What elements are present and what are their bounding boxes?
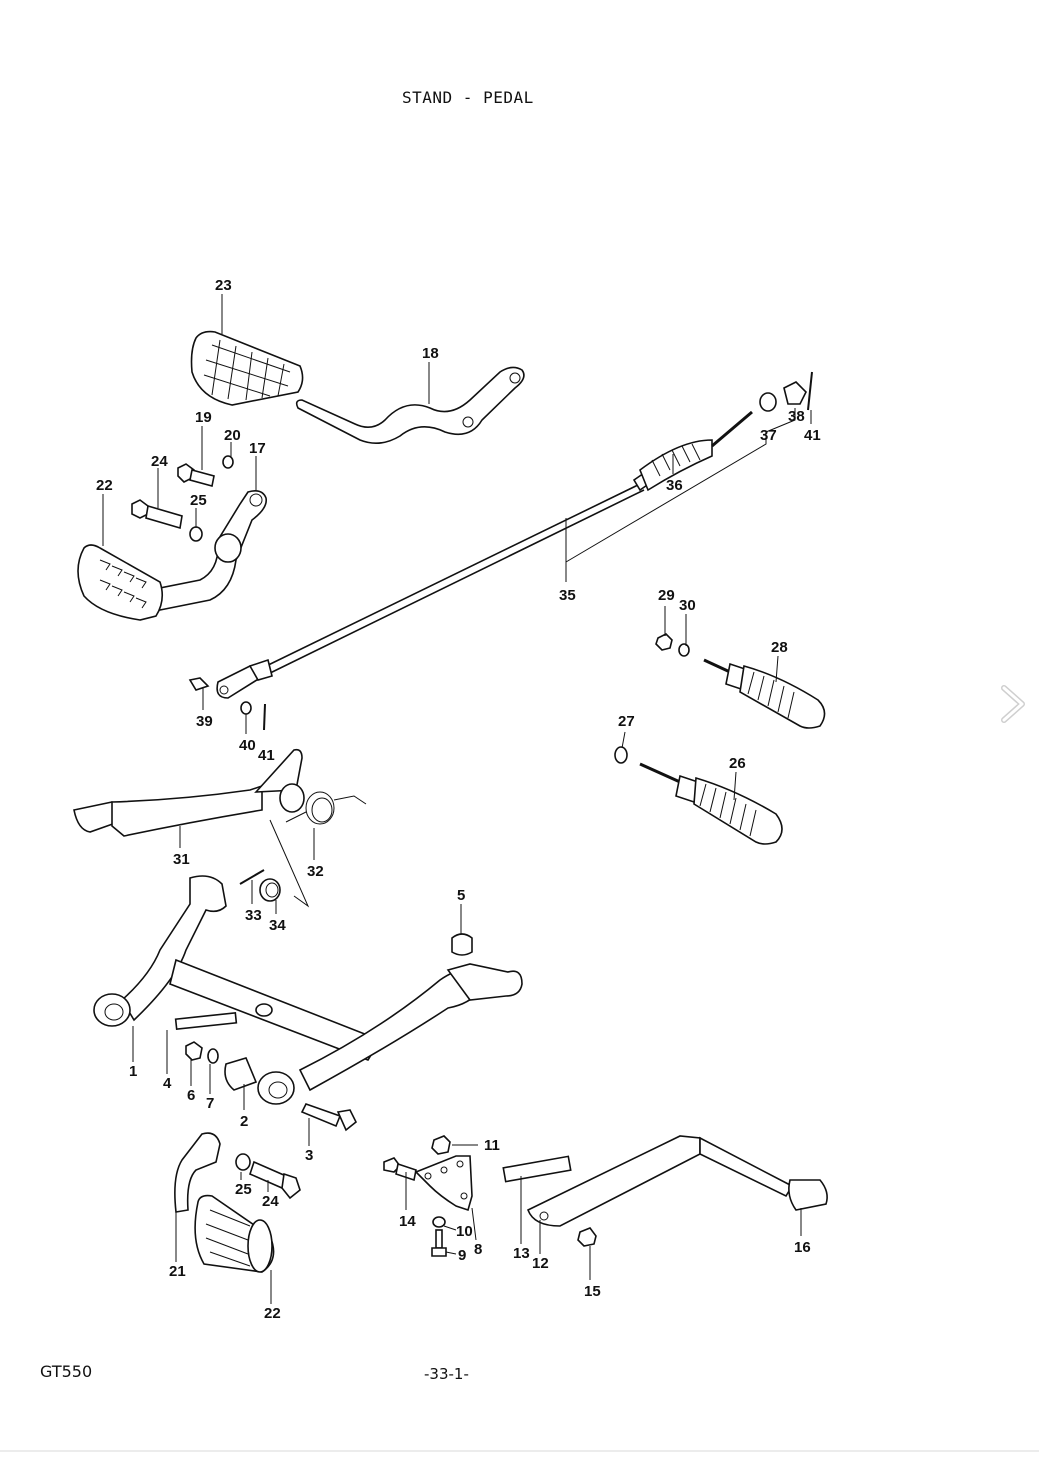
- footrest-rubber-23: [190, 330, 304, 406]
- brake-rod-35: [257, 460, 668, 678]
- callout-21: 21: [169, 1263, 186, 1280]
- callout-25b: 25: [235, 1181, 252, 1198]
- callout-28: 28: [771, 639, 788, 656]
- washer-25a: [189, 526, 203, 542]
- callout-labels: 23 18 19 20 17 24 22 25 38 37 41 36 35 2…: [96, 277, 821, 1322]
- callout-35: 35: [559, 587, 576, 604]
- callout-24b: 24: [262, 1193, 279, 1210]
- callout-7: 7: [206, 1095, 214, 1112]
- callout-5: 5: [457, 887, 465, 904]
- callout-39: 39: [196, 713, 213, 730]
- callout-41a: 41: [804, 427, 821, 444]
- washer-30: [678, 643, 690, 657]
- bolt-14: [383, 1157, 417, 1182]
- callout-6: 6: [187, 1087, 195, 1104]
- callout-9: 9: [458, 1247, 466, 1264]
- callout-16: 16: [794, 1239, 811, 1256]
- callout-26: 26: [729, 755, 746, 772]
- model-label: GT550: [40, 1362, 93, 1381]
- clevis-pin-39: [188, 677, 210, 691]
- nut-11: [431, 1135, 451, 1155]
- brake-lever-12: [526, 1135, 794, 1227]
- washer-20: [222, 455, 234, 469]
- callout-34: 34: [269, 917, 286, 934]
- spring-13: [502, 1155, 572, 1183]
- bolt-24a: [131, 499, 183, 530]
- pedal-rubber-16: [788, 1179, 828, 1211]
- footrest-rubber-22b: [194, 1194, 275, 1273]
- callout-3: 3: [305, 1147, 313, 1164]
- footrest-bracket-17: [148, 490, 268, 611]
- callout-33: 33: [245, 907, 262, 924]
- bolt-3: [300, 1103, 358, 1132]
- footrest-28: [703, 658, 826, 729]
- callout-19: 19: [195, 409, 212, 426]
- stand-stopper-5: [451, 933, 473, 956]
- callout-25a: 25: [190, 492, 207, 509]
- callout-38: 38: [788, 408, 805, 425]
- callout-13: 13: [513, 1245, 530, 1262]
- cotter-pin-41a: [807, 371, 813, 411]
- brake-pedal-31: [73, 748, 305, 837]
- callout-40: 40: [239, 737, 256, 754]
- callout-24a: 24: [151, 453, 168, 470]
- callout-10: 10: [456, 1223, 473, 1240]
- footrest-bracket-21: [174, 1132, 221, 1213]
- brake-rod-spring-36: [639, 410, 753, 492]
- callout-15: 15: [584, 1283, 601, 1300]
- washer-34: [259, 878, 281, 902]
- footrest-26: [639, 762, 783, 845]
- callout-27: 27: [618, 713, 635, 730]
- nut-29: [655, 633, 673, 651]
- cotter-pin-33: [239, 869, 265, 885]
- clevis-joint: [216, 658, 273, 699]
- clevis-nut-37: [759, 392, 777, 412]
- bolt-9: [431, 1229, 447, 1257]
- washer-25b: [235, 1153, 251, 1171]
- washer-27: [614, 746, 628, 764]
- callout-22b: 22: [264, 1305, 281, 1322]
- callout-36: 36: [666, 477, 683, 494]
- next-page-button[interactable]: [996, 684, 1030, 724]
- washer-7: [207, 1048, 219, 1064]
- bolt-19: [177, 463, 215, 487]
- callout-12: 12: [532, 1255, 549, 1272]
- leader-lines: [102, 294, 812, 1304]
- page-title: STAND - PEDAL: [402, 88, 534, 107]
- spacer-2: [224, 1057, 258, 1091]
- page-edge: [0, 1450, 1039, 1452]
- nut-15: [577, 1227, 597, 1247]
- stand-spring-4: [174, 1012, 238, 1030]
- callout-18: 18: [422, 345, 439, 362]
- callout-29: 29: [658, 587, 675, 604]
- center-stand-1: [93, 875, 523, 1105]
- callout-30: 30: [679, 597, 696, 614]
- callout-8: 8: [474, 1241, 482, 1258]
- callout-23: 23: [215, 277, 232, 294]
- bolt-24b: [249, 1160, 301, 1200]
- nut-6: [185, 1041, 203, 1061]
- callout-31: 31: [173, 851, 190, 868]
- chevron-right-icon: [1001, 685, 1025, 723]
- return-spring-32: [285, 791, 367, 825]
- footrest-rubber-22a: [77, 544, 164, 621]
- cotter-pin-41b: [263, 703, 266, 731]
- adjusting-nut-38: [783, 381, 807, 405]
- callout-37: 37: [760, 427, 777, 444]
- callout-22a: 22: [96, 477, 113, 494]
- rear-footrest-bar-18: [295, 366, 525, 444]
- callout-4: 4: [163, 1075, 172, 1092]
- callout-17: 17: [249, 440, 266, 457]
- callout-14: 14: [399, 1213, 416, 1230]
- bracket-8: [414, 1155, 473, 1212]
- callout-11: 11: [484, 1137, 500, 1154]
- callout-20: 20: [224, 427, 241, 444]
- washer-10: [432, 1216, 446, 1228]
- callout-1: 1: [129, 1063, 137, 1080]
- callout-41b: 41: [258, 747, 275, 764]
- callout-32: 32: [307, 863, 324, 880]
- page-number: -33-1-: [424, 1365, 469, 1383]
- callout-2: 2: [240, 1113, 248, 1130]
- washer-40: [240, 701, 252, 715]
